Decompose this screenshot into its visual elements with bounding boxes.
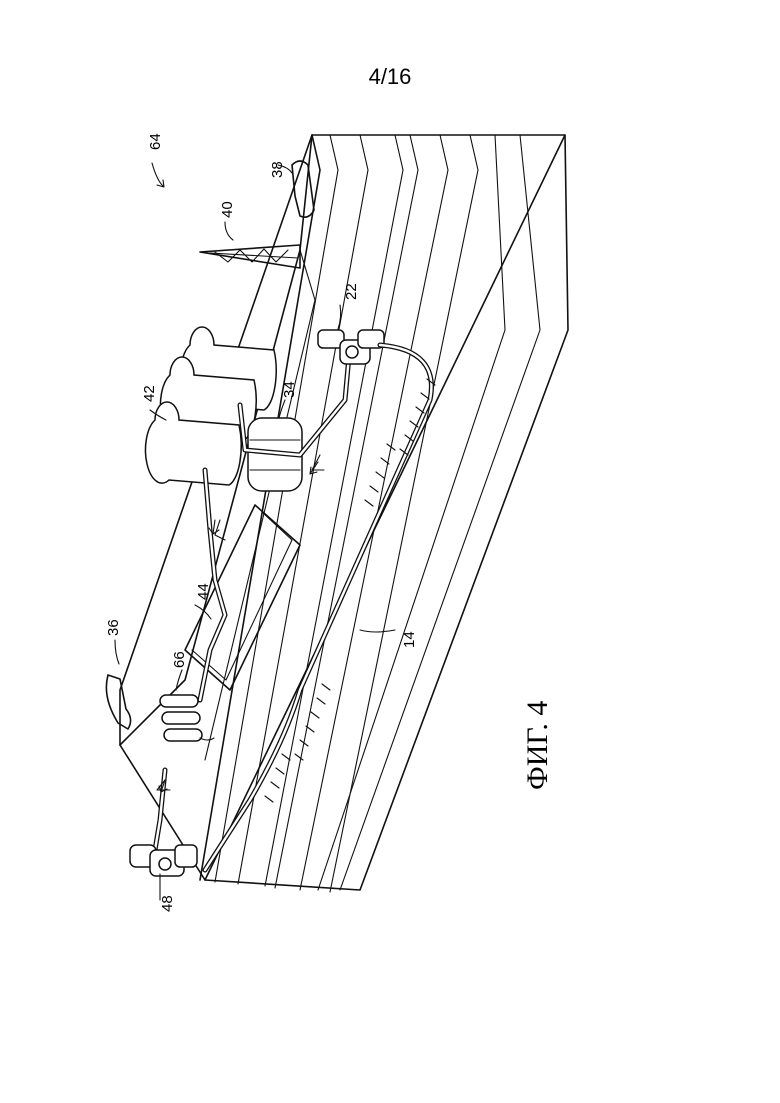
gas-cylinders — [160, 695, 214, 741]
pad-36 — [106, 675, 130, 729]
label-14: 14 — [401, 631, 418, 648]
label-40: 40 — [219, 201, 236, 218]
figure-caption: ФИГ. 4 — [521, 701, 554, 790]
wellhead-unit-48 — [130, 845, 197, 876]
label-36: 36 — [105, 619, 122, 636]
drilling-rig — [200, 245, 300, 268]
ground-slab — [120, 135, 568, 892]
label-64: 64 — [147, 133, 164, 150]
label-44: 44 — [195, 583, 212, 600]
label-42: 42 — [141, 385, 158, 402]
label-38: 38 — [269, 161, 286, 178]
label-34: 34 — [281, 381, 298, 398]
label-22: 22 — [343, 283, 360, 300]
label-48: 48 — [159, 895, 176, 912]
pad-38 — [292, 161, 314, 217]
label-66: 66 — [171, 651, 188, 668]
wellhead-unit-22 — [318, 330, 384, 364]
